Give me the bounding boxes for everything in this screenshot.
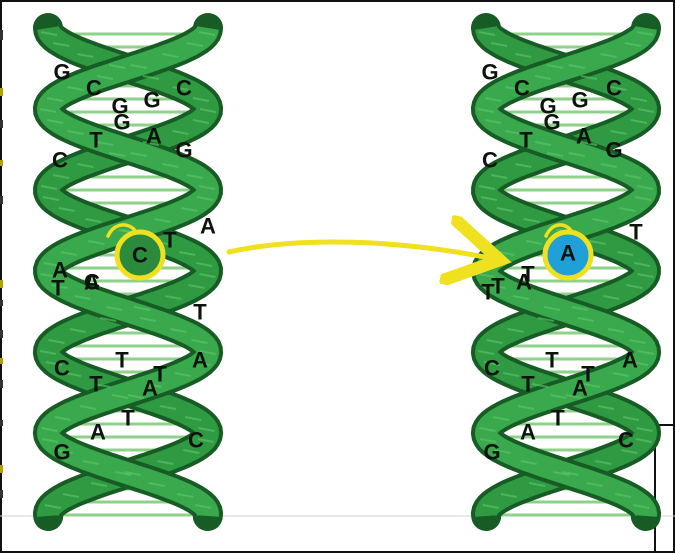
right-base-letter: G — [481, 60, 498, 85]
left-base-letter: T — [89, 372, 103, 397]
left-base-letter: C — [52, 148, 68, 173]
left-base-letter: T — [153, 362, 167, 387]
left-base-letter: G — [53, 440, 70, 465]
left-base-letter: C — [54, 356, 70, 381]
left-base-letter: T — [89, 128, 103, 153]
left-base-letter: A — [200, 214, 216, 239]
left-base-letter: A — [84, 270, 100, 295]
left-highlighted-letter: C — [132, 243, 148, 268]
right-base-letter: T — [521, 372, 535, 397]
right-base-letter: T — [481, 280, 495, 305]
left-base-letter: G — [113, 110, 130, 135]
right-base-letter: A — [520, 420, 536, 445]
left-base-letter: T — [115, 348, 129, 373]
left-base-letter: A — [90, 420, 106, 445]
right-base-letter: T — [551, 406, 565, 431]
right-base-letter: T — [629, 220, 643, 245]
right-base-letter: A — [622, 348, 638, 373]
right-base-letter: C — [606, 76, 622, 101]
left-base-letter: A — [146, 124, 162, 149]
left-base-letter: G — [143, 88, 160, 113]
right-base-letter: A — [516, 270, 532, 295]
right-base-letter: C — [482, 148, 498, 173]
right-base-letter: G — [483, 440, 500, 465]
right-base-letter: C — [514, 76, 530, 101]
right-base-letter: C — [618, 428, 634, 453]
right-base-letter: T — [519, 128, 533, 153]
left-base-letter: C — [188, 428, 204, 453]
left-base-letter: C — [86, 76, 102, 101]
left-base-letter: C — [176, 76, 192, 101]
left-base-letter: T — [121, 406, 135, 431]
left-base-letter: T — [51, 276, 65, 301]
right-base-letter: G — [605, 138, 622, 163]
mutation-arrow — [229, 242, 490, 258]
left-base-letter: G — [53, 60, 70, 85]
left-base-letter: A — [192, 348, 208, 373]
right-base-letter: G — [543, 110, 560, 135]
right-base-letter: G — [571, 88, 588, 113]
right-base-letter: A — [576, 124, 592, 149]
right-highlighted-letter: A — [560, 241, 576, 266]
left-base-letter: T — [163, 228, 177, 253]
left-base-letter: T — [193, 300, 207, 325]
right-base-letter: T — [545, 348, 559, 373]
left-base-letter: G — [175, 138, 192, 163]
right-base-letter: T — [581, 362, 595, 387]
right-base-letter: C — [484, 356, 500, 381]
